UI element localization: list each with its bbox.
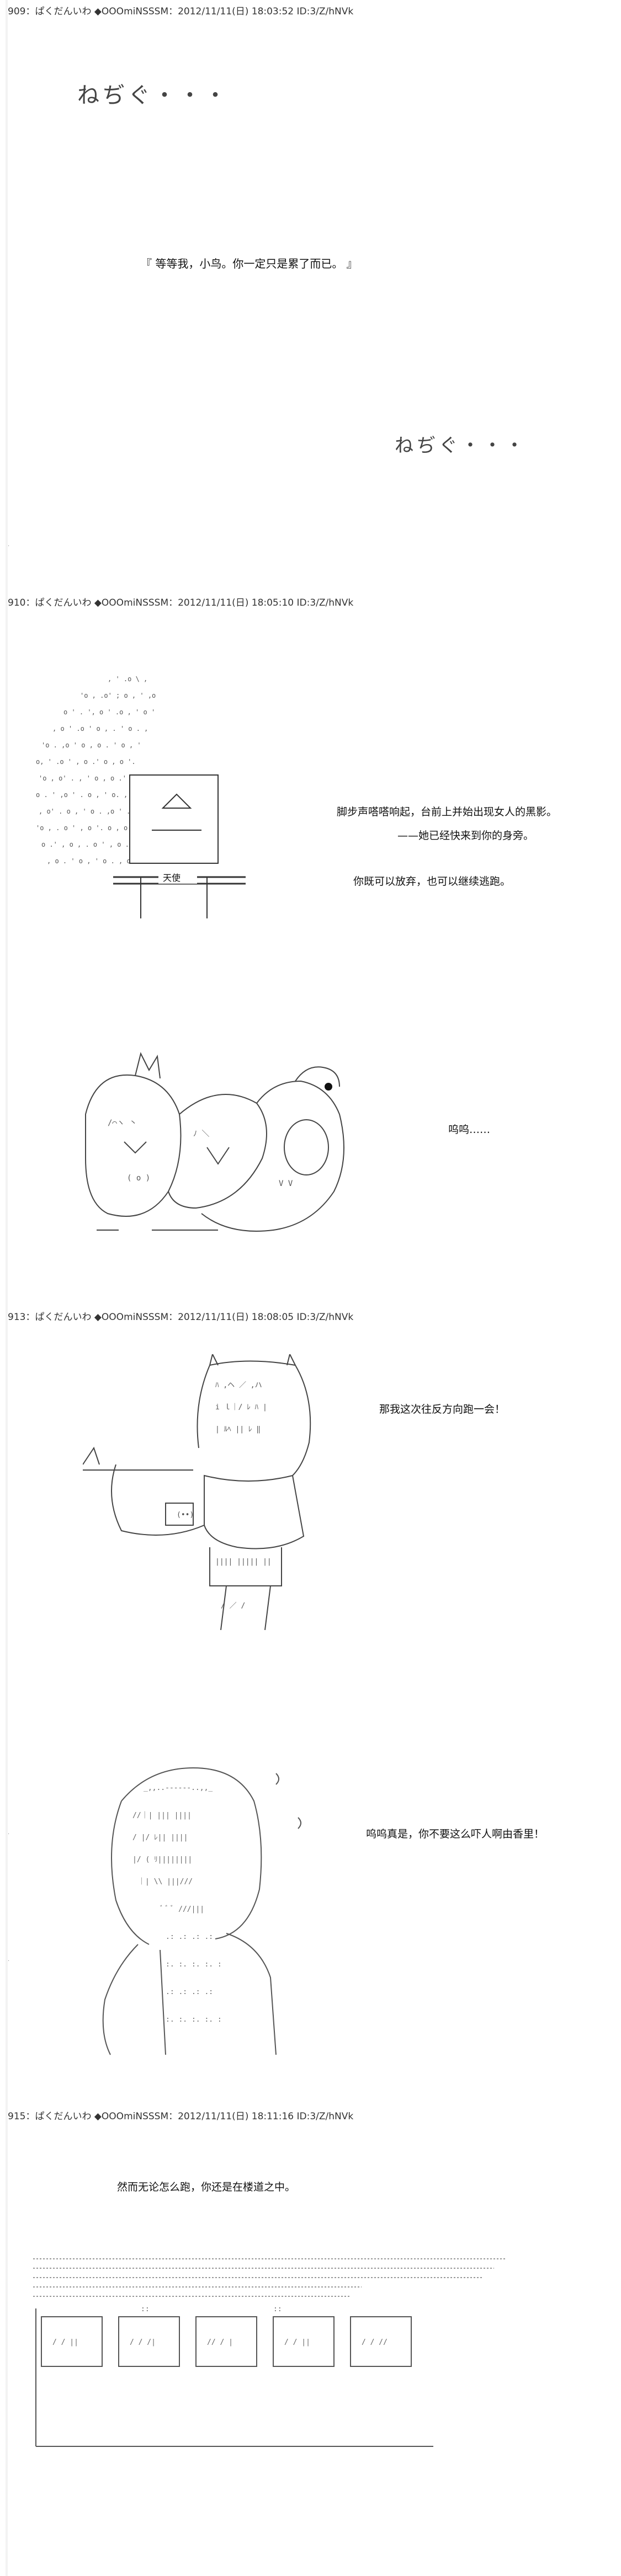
- svg-text:/ |/ ﾚ|| ||||: / |/ ﾚ|| ||||: [132, 1834, 188, 1842]
- svg-text:/ / ||: / / ||: [52, 2338, 78, 2347]
- svg-text:'o . ,o ' o , o . ' o ,: 'o . ,o ' o , o . ' o , ': [41, 741, 141, 749]
- svg-text:'o , .o' ; o , ' ,o: 'o , .o' ; o , ' ,o: [80, 692, 156, 699]
- svg-text:o . ' ,o ' . o , ' o. , ': o . ' ,o ' . o , ' o. , 'o: [36, 791, 140, 799]
- svg-text:ﾞ ﾞ ﾞ ///|||: ﾞ ﾞ ﾞ ///|||: [160, 1905, 204, 1914]
- svg-text:::: ::: [273, 2305, 282, 2313]
- dialogue-line: 那我这次往反方向跑一会！: [379, 1403, 506, 1415]
- post-header: 915：ぱくだんいわ ◆OOOmiNSSSM：2012/11/11(日) 18:…: [8, 2111, 354, 2122]
- sound-effect-text: ねぢぐ・・・: [395, 435, 527, 457]
- svg-text:/ / ||: / / ||: [284, 2338, 310, 2347]
- svg-text:o .' , o , . o ' , o . ' o: o .' , o , . o ' , o . ' o: [41, 841, 145, 848]
- svg-text:, o ' .o ' o , . ' o . ,: , o ' .o ' o , . ' o . ,: [52, 725, 148, 733]
- svg-text:'o , o' . , ' o , o .' ,o: 'o , o' . , ' o , o .' ,o: [39, 774, 139, 782]
- svg-text:|/ ( ﾘ||||||||: |/ ( ﾘ||||||||: [132, 1856, 192, 1864]
- svg-text:o, ' .o ' , o .' o , o ': o, ' .o ' , o .' o , o '.: [36, 758, 136, 766]
- svg-text:// / |: // / |: [207, 2338, 233, 2347]
- svg-text:(••): (••): [177, 1511, 194, 1519]
- narration-line: ——她已经快来到你的身旁。: [397, 830, 534, 842]
- svg-text:ﾉ ＼: ﾉ ＼: [193, 1130, 209, 1139]
- post-separator-mark: ·: [8, 543, 10, 549]
- ascii-art-swarm: , ' .o \ , 'o , .o' ; o , ' ,o o ' . ', …: [36, 675, 246, 918]
- svg-text://｜| ||| ||||: //｜| ||| ||||: [132, 1811, 192, 1820]
- svg-text:'o , . o ' , o '. o , o .: 'o , . o ' , o '. o , o .: [36, 824, 136, 832]
- post-header: 909：ぱくだんいわ ◆OOOmiNSSSM：2012/11/11(日) 18:…: [8, 6, 354, 17]
- narration-line: 脚步声嗒嗒响起，台前上并始出现女人的黑影。: [337, 806, 558, 818]
- dialogue-line: 呜呜真是，你不要这么吓人啊由香里！: [366, 1828, 545, 1840]
- left-rail: [6, 0, 8, 2576]
- post-separator-mark: ·: [8, 1958, 10, 1964]
- ascii-art-girl-back: _,,..-‐‐‐‐-..,,_ //｜| ||| |||| / |/ ﾚ|| …: [102, 1767, 301, 2055]
- svg-text:::: ::: [141, 2305, 150, 2313]
- svg-text:_,,..-‐‐‐‐-..,,_: _,,..-‐‐‐‐-..,,_: [144, 1784, 213, 1792]
- narration-line: 呜呜……: [448, 1124, 491, 1136]
- post-header: 913：ぱくだんいわ ◆OOOmiNSSSM：2012/11/11(日) 18:…: [8, 1312, 354, 1323]
- svg-text:, o' . o , ' o . ,o ' . o: , o' . o , ' o . ,o ' . o: [39, 808, 139, 815]
- svg-text:i ｌ｜/ ﾚ ﾊ |: i ｌ｜/ ﾚ ﾊ |: [215, 1403, 267, 1412]
- ascii-art-character-pointing: ﾊ ,ヘ ／ ,ハ i ｌ｜/ ﾚ ﾊ | | ﾙﾍ || ﾚ ‖ (••) |…: [83, 1354, 311, 1631]
- svg-text:/ ／ /: / ／ /: [221, 1602, 245, 1610]
- ascii-art-label: 天使: [163, 873, 181, 883]
- svg-text::. :. :. :. :: :. :. :. :. :: [166, 2016, 222, 2024]
- narration-line: 你既可以放弃，也可以继续逃跑。: [353, 875, 511, 888]
- narration-line: 然而无论怎么跑，你还是在楼道之中。: [117, 2181, 296, 2193]
- svg-text:/ / /|: / / /|: [130, 2338, 156, 2347]
- svg-text:/⌒ヽ 丶: /⌒ヽ 丶: [108, 1119, 137, 1127]
- svg-text:ﾊ ,ヘ ／ ,ハ: ﾊ ,ヘ ／ ,ハ: [215, 1381, 262, 1389]
- svg-text:, ' .o \ ,: , ' .o \ ,: [108, 675, 147, 683]
- dialogue-line: 『 等等我，小鸟。你一定只是累了而已。 』: [141, 257, 358, 270]
- svg-text:( o ): ( o ): [127, 1174, 150, 1183]
- svg-text:| ﾙﾍ || ﾚ ‖: | ﾙﾍ || ﾚ ‖: [215, 1425, 261, 1434]
- svg-text::. :. :. :. :: :. :. :. :. :: [166, 1960, 222, 1969]
- svg-text:, o . ' o , ' o . , o ': , o . ' o , ' o . , o ': [47, 857, 139, 865]
- post-header: 910：ぱくだんいわ ◆OOOmiNSSSM：2012/11/11(日) 18:…: [8, 597, 354, 608]
- sound-effect-text: ねぢぐ・・・: [77, 83, 230, 108]
- ascii-art-creatures: /⌒ヽ 丶 ﾉ ＼ ( o ) V V: [85, 1052, 344, 1232]
- svg-text:.: .: .: .:: .: .: .: .:: [166, 1933, 213, 1941]
- ascii-art-hallway: / / || / / /| // / | / / || / / // :: ::: [33, 2258, 505, 2447]
- svg-text:/ / //: / / //: [362, 2338, 388, 2347]
- svg-text:|||| ||||| ||: |||| ||||| ||: [215, 1558, 272, 1566]
- svg-text:o ' . ', o ' .o , ' o ': o ' . ', o ' .o , ' o ': [63, 708, 155, 716]
- svg-text:.: .: .: .:: .: .: .: .:: [166, 1988, 213, 1996]
- svg-text:V V: V V: [279, 1179, 293, 1188]
- svg-text:｜| \\ |||///: ｜| \\ |||///: [138, 1878, 193, 1886]
- post-separator-mark: ·: [8, 1831, 10, 1837]
